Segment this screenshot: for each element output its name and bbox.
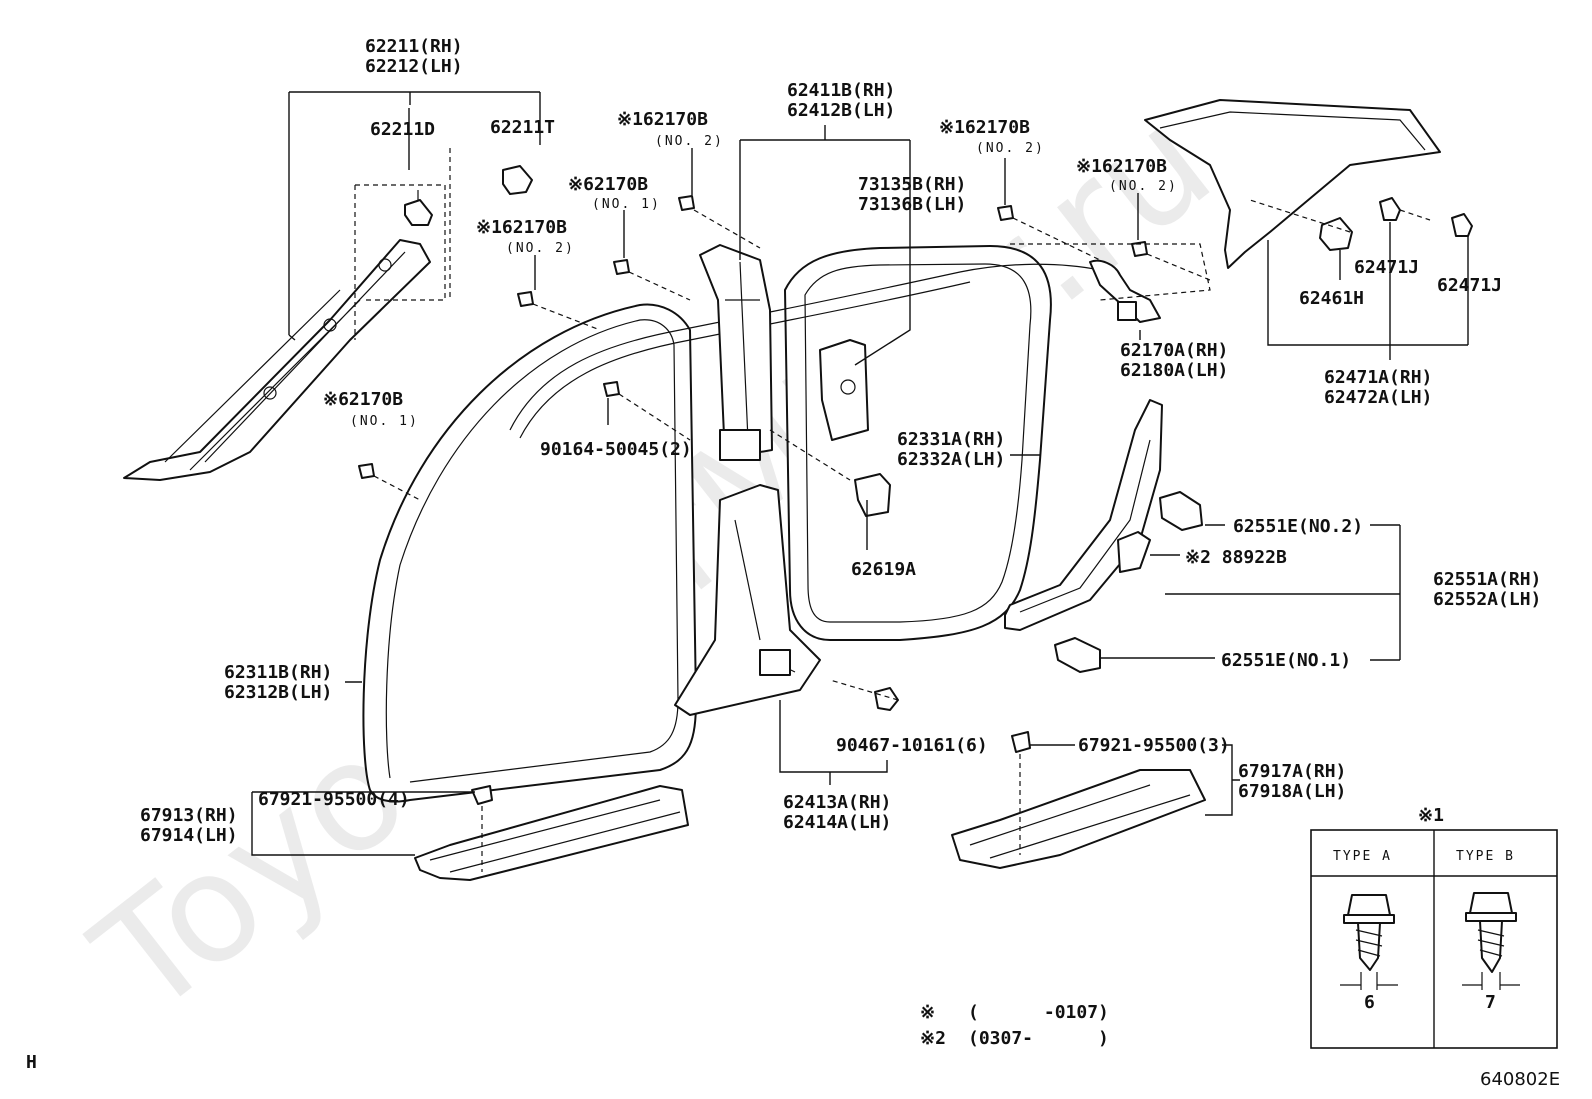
label-62170b-e: ※162170B <box>1076 156 1167 177</box>
type-a-bolt-icon <box>1340 894 1398 990</box>
label-62461h: 62461H <box>1299 288 1364 309</box>
label-67917a-rh: 67917A(RH) <box>1238 761 1346 782</box>
type-b-bolt-icon <box>1462 892 1520 990</box>
center-pillar-upper-part <box>699 244 773 461</box>
clip-62619a-part <box>854 473 891 517</box>
scuff-plate-rear-part <box>951 769 1206 869</box>
figure-code: 640802E <box>1480 1069 1560 1090</box>
label-62551a-rh: 62551A(RH) <box>1433 569 1541 590</box>
leader-lines <box>251 91 1469 856</box>
label-62211t: 62211T <box>490 117 555 138</box>
screw-67921-4-part <box>471 785 493 872</box>
footnote-2-range: (0307- ) <box>968 1028 1109 1049</box>
clip-90467-part <box>874 687 899 711</box>
label-62170b-b: ※62170B <box>568 174 648 195</box>
label-62411b-rh: 62411B(RH) <box>787 80 895 101</box>
rear-pillar-garnish-part <box>1004 399 1163 631</box>
label-62414a-lh: 62414A(LH) <box>783 812 891 833</box>
label-73136b-lh: 73136B(LH) <box>858 194 966 215</box>
center-pillar-lower-part <box>674 484 821 716</box>
label-no2-d: (NO. 2) <box>1109 179 1178 194</box>
label-88922b: ※2 88922B <box>1185 547 1287 568</box>
label-62331a-rh: 62331A(RH) <box>897 429 1005 450</box>
label-no1-a: (NO. 1) <box>592 197 661 212</box>
label-62312b-lh: 62312B(LH) <box>224 682 332 703</box>
label-62471a-rh: 62471A(RH) <box>1324 367 1432 388</box>
clip-62461h-part <box>1319 217 1353 251</box>
label-62180a-lh: 62180A(LH) <box>1120 360 1228 381</box>
label-no1-b: (NO. 1) <box>350 414 419 429</box>
clip-62551e-no1-part <box>1054 637 1101 673</box>
label-62413a-rh: 62413A(RH) <box>783 792 891 813</box>
label-no2-a: (NO. 2) <box>655 134 724 149</box>
label-62170b-c: ※162170B <box>476 217 567 238</box>
label-no2-c: (NO. 2) <box>976 141 1045 156</box>
front-pillar-garnish-part <box>123 239 431 481</box>
label-62211-rh: 62211(RH) <box>365 36 463 57</box>
clip-62471j-part <box>1379 197 1473 237</box>
label-62412b-lh: 62412B(LH) <box>787 100 895 121</box>
label-62211d: 62211D <box>370 119 435 140</box>
label-62619a: 62619A <box>851 559 916 580</box>
door-opening-trim-front-part <box>362 303 697 803</box>
label-62170a-rh: 62170A(RH) <box>1120 340 1228 361</box>
label-62170b-f: ※62170B <box>323 389 403 410</box>
label-67918a-lh: 67918A(LH) <box>1238 781 1346 802</box>
label-67914-lh: 67914(LH) <box>140 825 238 846</box>
label-no2-b: (NO. 2) <box>506 241 575 256</box>
label-90467-10161: 90467-10161(6) <box>836 735 988 756</box>
label-67921-95500-3: 67921-95500(3) <box>1078 735 1230 756</box>
label-62551e-no2: 62551E(NO.2) <box>1233 516 1363 537</box>
label-62551e-no1: 62551E(NO.1) <box>1221 650 1351 671</box>
footnote-2-mark: ※2 <box>920 1028 946 1049</box>
type-b-dimension: 7 <box>1485 992 1496 1013</box>
label-62472a-lh: 62472A(LH) <box>1324 387 1432 408</box>
label-62170b-a: ※162170B <box>617 109 708 130</box>
type-a-dimension: 6 <box>1364 992 1375 1013</box>
label-62311b-rh: 62311B(RH) <box>224 662 332 683</box>
type-table-marker: ※1 <box>1418 805 1444 826</box>
label-67921-95500-4: 67921-95500(4) <box>258 789 410 810</box>
type-a-header: TYPE A <box>1333 849 1392 864</box>
label-62212-lh: 62212(LH) <box>365 56 463 77</box>
clip-62211t-part <box>502 165 533 195</box>
part-88922b-part <box>1117 531 1151 573</box>
clip-62551e-no2-part <box>1159 491 1203 531</box>
label-73135b-rh: 73135B(RH) <box>858 174 966 195</box>
label-62471j-a: 62471J <box>1354 257 1419 278</box>
package-tray-trim-part <box>1144 99 1441 269</box>
label-90164-50045: 90164-50045(2) <box>540 439 692 460</box>
dashed-connectors <box>354 148 1431 701</box>
type-b-header: TYPE B <box>1456 849 1515 864</box>
type-table: ※1 TYPE A TYPE B 6 7 <box>1310 805 1558 1049</box>
corner-code: H <box>26 1052 37 1073</box>
footnote-1-mark: ※ <box>920 1002 935 1023</box>
scuff-plate-front-part <box>414 785 689 881</box>
label-62332a-lh: 62332A(LH) <box>897 449 1005 470</box>
label-62170b-d: ※162170B <box>939 117 1030 138</box>
screw-67921-3-part <box>1011 731 1031 855</box>
label-62471j-b: 62471J <box>1437 275 1502 296</box>
footnote-1-range: ( -0107) <box>968 1002 1109 1023</box>
label-62552a-lh: 62552A(LH) <box>1433 589 1541 610</box>
label-67913-rh: 67913(RH) <box>140 805 238 826</box>
clip-62211d-part <box>404 190 433 226</box>
